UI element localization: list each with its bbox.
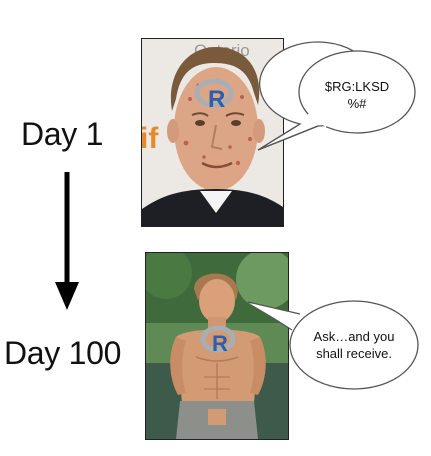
day1-bubble-line-1: $RG:LKSD xyxy=(324,79,390,94)
day100-photo: R xyxy=(145,252,289,440)
day100-label: Day 100 xyxy=(4,335,122,371)
day1-bubble-line-2: %# xyxy=(347,96,367,111)
sign-orange-text: if xyxy=(142,122,159,155)
day100-bubble-line-1: Ask…and you xyxy=(313,329,395,344)
day1-bubble-text: $RG:LKSD %# xyxy=(301,78,413,112)
day1-label: Day 1 xyxy=(21,116,104,152)
day1-photo: Ontario if R xyxy=(141,38,284,227)
down-arrow xyxy=(55,172,79,310)
day100-bubble-line-2: shall receive. xyxy=(316,346,392,361)
day100-bubble-text: Ask…and you shall receive. xyxy=(292,328,416,362)
r-logo-letter: R xyxy=(212,331,228,356)
r-logo-letter: R xyxy=(208,86,225,113)
